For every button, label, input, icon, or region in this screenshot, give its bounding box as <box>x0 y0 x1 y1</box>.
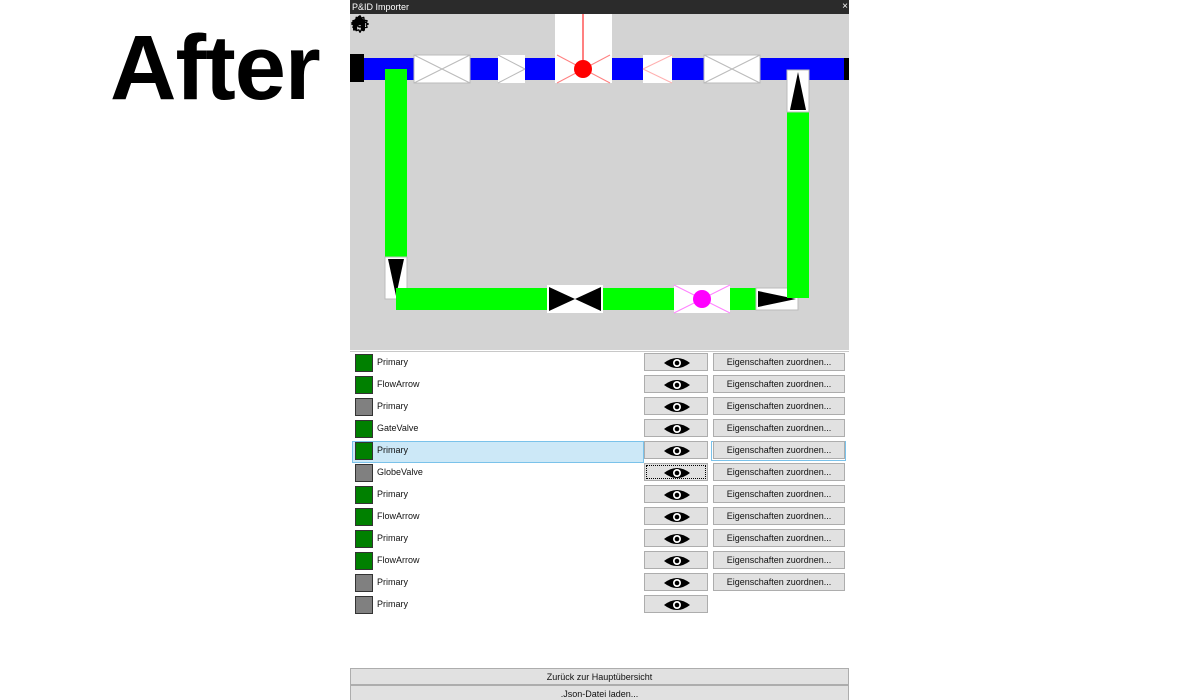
reducer-block <box>642 54 673 84</box>
color-swatch[interactable] <box>355 596 373 614</box>
row-label: FlowArrow <box>377 555 420 565</box>
list-item[interactable]: GateValve Eigenschaften zuordnen... <box>350 419 849 440</box>
row-label: Primary <box>377 489 408 499</box>
right-end-cap <box>844 58 849 80</box>
list-item[interactable]: GlobeValve Eigenschaften zuordnen... <box>350 463 849 484</box>
visibility-toggle-button[interactable] <box>644 529 708 547</box>
visibility-toggle-button[interactable] <box>644 353 708 371</box>
assign-properties-button[interactable]: Eigenschaften zuordnen... <box>713 441 845 459</box>
placeholder-block <box>413 54 471 84</box>
gate-valve <box>547 285 603 313</box>
load-json-button[interactable]: .Json-Datei laden... <box>350 685 849 700</box>
diagram-canvas[interactable] <box>350 14 849 350</box>
assign-properties-button[interactable]: Eigenschaften zuordnen... <box>713 573 845 591</box>
visibility-toggle-button[interactable] <box>644 551 708 569</box>
visibility-toggle-button[interactable] <box>644 573 708 591</box>
flow-arrow-up <box>786 69 810 113</box>
selection-highlight <box>352 441 644 463</box>
color-swatch[interactable] <box>355 574 373 592</box>
close-button[interactable]: × <box>842 1 848 12</box>
assign-properties-button[interactable]: Eigenschaften zuordnen... <box>713 353 845 371</box>
list-item[interactable]: Primary Eigenschaften zuordnen... <box>350 397 849 418</box>
assign-properties-button[interactable]: Eigenschaften zuordnen... <box>713 397 845 415</box>
pid-importer-window: P&ID Importer × <box>350 0 849 700</box>
row-label: Primary <box>377 533 408 543</box>
assign-properties-button[interactable]: Eigenschaften zuordnen... <box>713 463 845 481</box>
row-label: Primary <box>377 599 408 609</box>
back-to-overview-button[interactable]: Zurück zur Hauptübersicht <box>350 668 849 685</box>
color-swatch[interactable] <box>355 486 373 504</box>
list-item[interactable]: Primary <box>350 595 849 616</box>
placeholder-block <box>703 54 761 84</box>
after-caption: After <box>110 17 321 119</box>
assign-properties-button[interactable]: Eigenschaften zuordnen... <box>713 529 845 547</box>
visibility-toggle-button[interactable] <box>644 419 708 437</box>
visibility-toggle-button[interactable] <box>644 397 708 415</box>
visibility-toggle-button[interactable] <box>644 595 708 613</box>
list-item[interactable]: FlowArrow Eigenschaften zuordnen... <box>350 551 849 572</box>
list-item[interactable]: Primary Eigenschaften zuordnen... <box>350 353 849 374</box>
row-label: GateValve <box>377 423 419 433</box>
reducer-block <box>497 54 526 84</box>
green-pipe-right <box>787 112 809 298</box>
blue-pipe-segment <box>525 58 557 80</box>
visibility-toggle-button[interactable] <box>644 485 708 503</box>
green-pipe-left <box>385 69 407 257</box>
list-item[interactable]: Primary Eigenschaften zuordnen... <box>350 485 849 506</box>
visibility-toggle-button[interactable] <box>644 507 708 525</box>
visibility-toggle-button[interactable] <box>644 463 708 481</box>
red-instrument <box>555 14 612 84</box>
color-swatch[interactable] <box>355 420 373 438</box>
visibility-toggle-button[interactable] <box>644 441 708 459</box>
green-pipe-bottom <box>396 288 547 310</box>
color-swatch[interactable] <box>355 530 373 548</box>
row-label: Primary <box>377 401 408 411</box>
blue-pipe-segment <box>611 58 643 80</box>
assign-properties-button[interactable]: Eigenschaften zuordnen... <box>713 419 845 437</box>
color-swatch[interactable] <box>355 508 373 526</box>
title-bar: P&ID Importer × <box>350 0 849 14</box>
color-swatch[interactable] <box>355 376 373 394</box>
row-label: Primary <box>377 357 408 367</box>
list-item[interactable]: Primary Eigenschaften zuordnen... <box>350 529 849 550</box>
green-pipe-bottom <box>603 288 674 310</box>
assign-properties-button[interactable]: Eigenschaften zuordnen... <box>713 485 845 503</box>
blue-pipe-segment <box>470 58 498 80</box>
list-item[interactable]: FlowArrow Eigenschaften zuordnen... <box>350 507 849 528</box>
assign-properties-button[interactable]: Eigenschaften zuordnen... <box>713 551 845 569</box>
row-label: FlowArrow <box>377 511 420 521</box>
list-item[interactable]: Primary Eigenschaften zuordnen... <box>350 573 849 594</box>
list-item[interactable]: FlowArrow Eigenschaften zuordnen... <box>350 375 849 396</box>
home-icon[interactable] <box>350 14 368 32</box>
row-label: Primary <box>377 445 408 455</box>
row-label: GlobeValve <box>377 467 423 477</box>
color-swatch[interactable] <box>355 398 373 416</box>
pid-diagram <box>350 14 849 314</box>
assign-properties-button[interactable]: Eigenschaften zuordnen... <box>713 375 845 393</box>
blue-pipe-segment <box>672 58 704 80</box>
color-swatch[interactable] <box>355 552 373 570</box>
color-swatch[interactable] <box>355 464 373 482</box>
left-end-cap <box>350 54 364 82</box>
color-swatch[interactable] <box>355 442 373 460</box>
blue-pipe-segment <box>760 58 844 80</box>
window-title: P&ID Importer <box>352 2 410 12</box>
row-label: FlowArrow <box>377 379 420 389</box>
color-swatch[interactable] <box>355 354 373 372</box>
row-label: Primary <box>377 577 408 587</box>
green-pipe-bottom <box>730 288 756 310</box>
list-item[interactable]: Primary Eigenschaften zuordnen... <box>350 441 849 463</box>
assign-properties-button[interactable]: Eigenschaften zuordnen... <box>713 507 845 525</box>
magenta-instrument <box>673 284 731 314</box>
visibility-toggle-button[interactable] <box>644 375 708 393</box>
